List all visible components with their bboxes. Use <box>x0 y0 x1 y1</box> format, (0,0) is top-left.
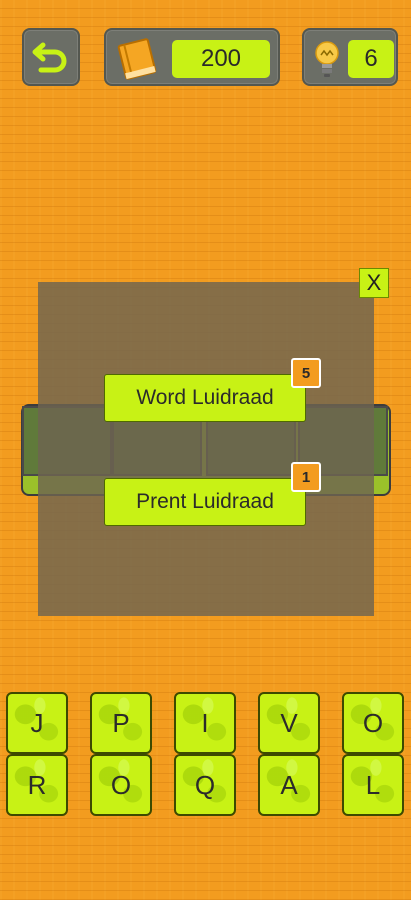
image-clue-button[interactable]: Prent Luidraad <box>104 478 306 526</box>
letter-tile[interactable]: L <box>342 754 404 816</box>
hints-panel[interactable]: 6 <box>302 28 398 86</box>
undo-arrow-icon <box>32 42 67 73</box>
letter-tile[interactable]: A <box>258 754 320 816</box>
letter-tile[interactable]: Q <box>174 754 236 816</box>
clue-dialog-overlay <box>38 282 374 616</box>
lightbulb-icon <box>315 41 339 77</box>
image-clue-cost-badge: 1 <box>291 462 321 492</box>
hints-count: 6 <box>348 40 394 78</box>
back-button[interactable] <box>22 28 80 86</box>
book-icon <box>117 38 157 80</box>
coins-count: 200 <box>172 40 270 78</box>
letter-tile[interactable]: R <box>6 754 68 816</box>
close-dialog-button[interactable]: X <box>359 268 389 298</box>
letter-tile[interactable]: V <box>258 692 320 754</box>
letter-tile[interactable]: P <box>90 692 152 754</box>
word-clue-cost-badge: 5 <box>291 358 321 388</box>
letter-tile[interactable]: I <box>174 692 236 754</box>
coins-panel: 200 <box>104 28 280 86</box>
letter-tile[interactable]: O <box>342 692 404 754</box>
word-clue-button[interactable]: Word Luidraad <box>104 374 306 422</box>
letter-tile[interactable]: J <box>6 692 68 754</box>
letter-tile[interactable]: O <box>90 754 152 816</box>
